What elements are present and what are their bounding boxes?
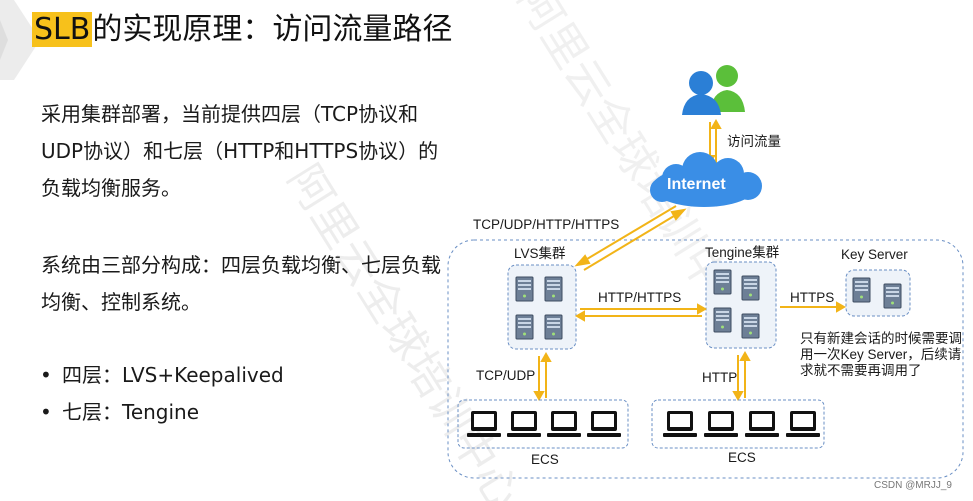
traffic-label: 访问流量 xyxy=(727,134,781,149)
internet-cloud-icon xyxy=(650,152,762,207)
credit-text: CSDN @MRJJ_9 xyxy=(874,480,952,491)
tengine-key-protocol-label: HTTPS xyxy=(790,290,835,305)
lvs-ecs-arrow xyxy=(533,351,552,402)
layer-list: 四层：LVS+Keepalived 七层：Tengine xyxy=(40,357,284,431)
tengine-ecs-protocol-label: HTTP xyxy=(702,370,738,385)
ecs-right-label: ECS xyxy=(728,450,756,465)
list-item: 四层：LVS+Keepalived xyxy=(40,357,284,394)
lvs-tengine-protocol-label: HTTP/HTTPS xyxy=(598,290,682,305)
internet-lvs-arrow xyxy=(574,205,687,271)
lvs-cluster-icon xyxy=(507,264,577,350)
users-icon xyxy=(682,65,745,115)
corner-decoration xyxy=(0,0,40,80)
slb-region-border xyxy=(447,239,964,479)
lvs-cluster-label: LVS集群 xyxy=(514,246,566,261)
key-server-label: Key Server xyxy=(841,247,908,262)
ecs-group-right xyxy=(651,399,825,449)
components-paragraph: 系统由三部分构成：四层负载均衡、七层负载均衡、控制系统。 xyxy=(41,253,441,314)
lvs-ecs-protocol-label: TCP/UDP xyxy=(476,368,536,383)
key-server-note: 只有新建会话的时候需要调用一次Key Server，后续请求就不需要再调用了 xyxy=(800,331,962,378)
internet-label: Internet xyxy=(667,176,726,193)
ecs-group-left xyxy=(457,399,629,449)
edge-protocols-label: TCP/UDP/HTTP/HTTPS xyxy=(473,217,620,232)
lvs-tengine-arrow xyxy=(574,303,708,322)
title-text: 的实现原理：访问流量路径 xyxy=(92,12,453,47)
tengine-cluster-label: Tengine集群 xyxy=(705,245,780,260)
title-highlight: SLB xyxy=(32,12,93,47)
tengine-cluster-icon xyxy=(705,261,777,349)
list-item: 七层：Tengine xyxy=(40,394,284,431)
description-paragraph: 采用集群部署，当前提供四层（TCP协议和UDP协议）和七层（HTTP和HTTPS… xyxy=(41,102,439,200)
tengine-key-arrow xyxy=(780,301,847,313)
tengine-ecs-arrow xyxy=(732,350,751,402)
page-title: SLB的实现原理：访问流量路径 xyxy=(32,10,452,50)
ecs-left-label: ECS xyxy=(531,452,559,467)
key-server-icon xyxy=(845,269,911,317)
